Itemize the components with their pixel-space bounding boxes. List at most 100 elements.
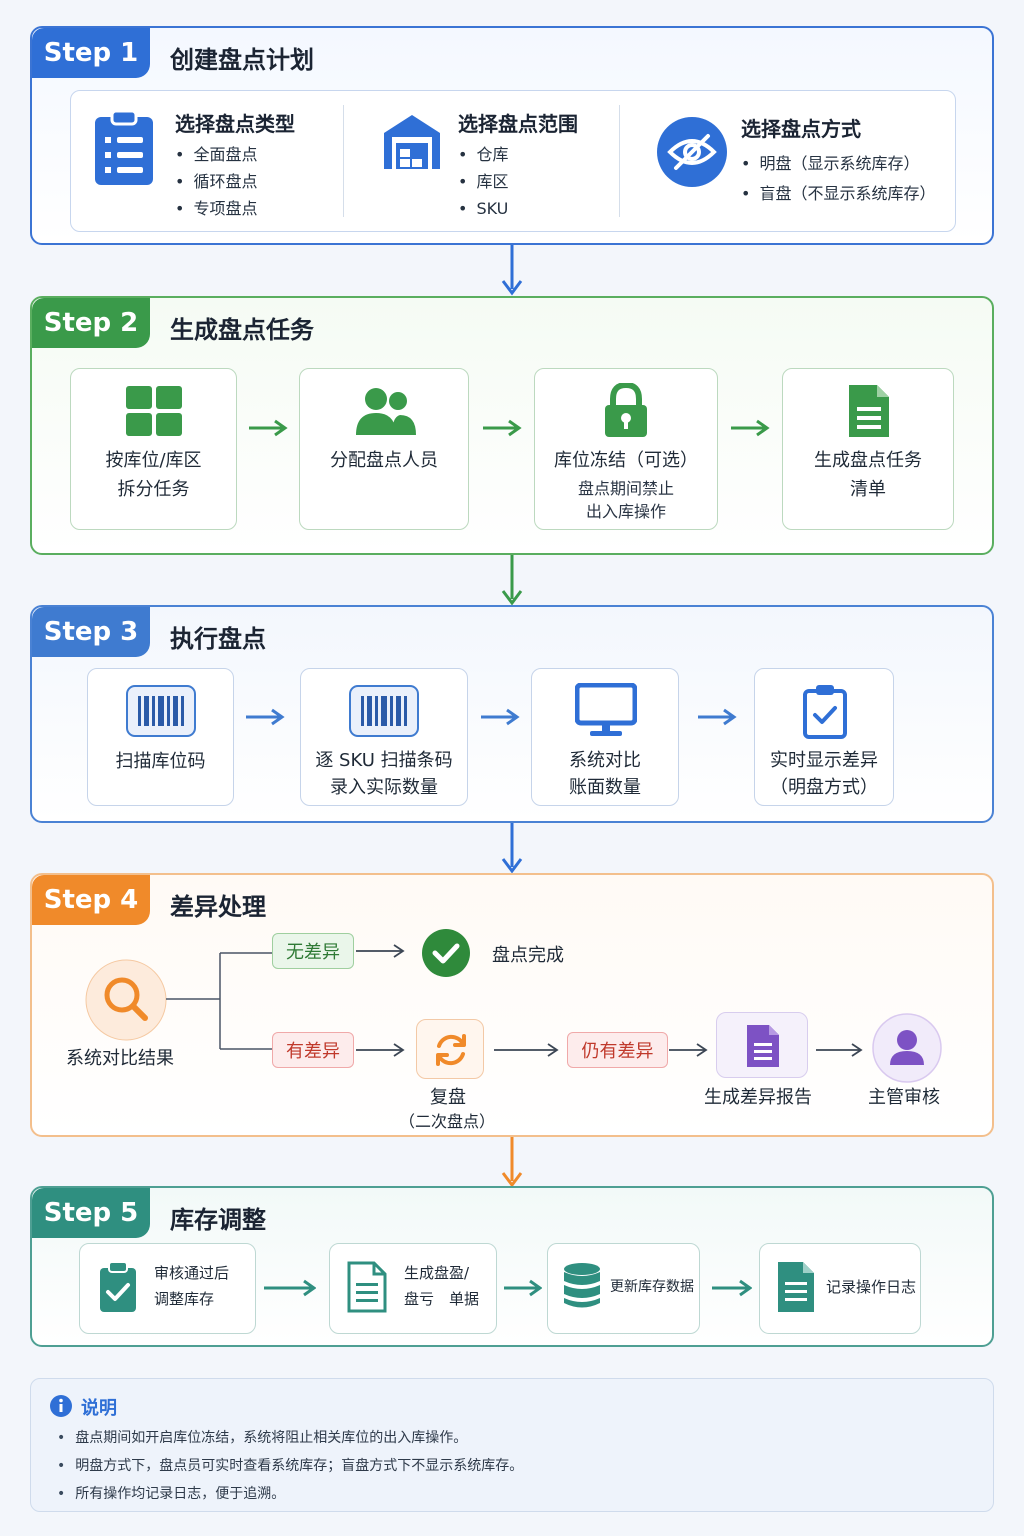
lock-icon xyxy=(605,383,647,437)
card-label: 生成盘点任务 xyxy=(814,450,922,471)
show-diff-card: 实时显示差异 （明盘方式） xyxy=(754,668,894,806)
arrow-right-icon xyxy=(483,419,522,437)
has-diff-badge: 有差异 xyxy=(272,1032,354,1068)
type-list: 全面盘点 循环盘点 专项盘点 xyxy=(175,141,257,222)
card-label: 审核通过后 xyxy=(154,1264,230,1282)
step1-section: Step 1 创建盘点计划 选择盘点类型 全面盘点 循环盘点 专项盘点 选择盘点… xyxy=(30,26,994,245)
arrow-right-icon xyxy=(731,419,770,437)
still-diff-badge: 仍有差异 xyxy=(567,1032,668,1068)
connector-arrow xyxy=(501,555,523,606)
diff-report-label: 生成差异报告 xyxy=(704,1087,812,1108)
scan-sku-card: 逐 SKU 扫描条码 录入实际数量 xyxy=(300,668,468,806)
card-label: （明盘方式） xyxy=(770,777,878,798)
divider xyxy=(619,105,620,217)
clipboard-check-icon xyxy=(100,1261,136,1312)
compare-result-label: 系统对比结果 xyxy=(66,1048,174,1069)
scope-list: 仓库 库区 SKU xyxy=(458,141,508,222)
arrow-right-icon xyxy=(356,944,405,958)
card-label: 账面数量 xyxy=(569,777,641,798)
type-heading: 选择盘点类型 xyxy=(175,112,295,136)
eye-off-icon xyxy=(657,117,727,187)
freeze-location-card: 库位冻结（可选） 盘点期间禁止 出入库操作 xyxy=(534,368,718,530)
note-item: 明盘方式下，盘点员可实时查看系统库存；盲盘方式下不显示系统库存。 xyxy=(57,1452,523,1480)
database-icon xyxy=(564,1263,600,1308)
update-stock-card: 更新库存数据 xyxy=(547,1243,700,1334)
document-icon xyxy=(747,1025,779,1067)
connector-arrow xyxy=(501,1137,523,1188)
no-diff-badge: 无差异 xyxy=(272,933,354,969)
recheck-card xyxy=(416,1019,484,1079)
scope-heading: 选择盘点范围 xyxy=(458,112,578,136)
arrow-right-icon xyxy=(504,1279,542,1297)
diff-report-card xyxy=(716,1012,808,1078)
step1-title: 创建盘点计划 xyxy=(170,46,314,74)
arrow-right-icon xyxy=(249,419,288,437)
list-item: SKU xyxy=(458,195,508,222)
card-sublabel: 盘点期间禁止 xyxy=(577,479,674,498)
clipboard-list-icon xyxy=(95,109,153,185)
step5-title: 库存调整 xyxy=(170,1206,266,1234)
notes-title: 说明 xyxy=(81,1398,117,1419)
arrow-right-icon xyxy=(494,1043,559,1057)
card-label: 库位冻结（可选） xyxy=(554,450,698,471)
card-label: 分配盘点人员 xyxy=(330,450,438,471)
arrow-right-icon xyxy=(264,1279,316,1297)
step5-section: Step 5 库存调整 审核通过后 调整库存 生成盘盈/ 盘亏 单据 更新库存数… xyxy=(30,1186,994,1347)
check-circle-icon xyxy=(422,929,470,977)
barcode-icon xyxy=(349,685,419,737)
step2-title: 生成盘点任务 xyxy=(170,316,314,344)
operation-log-card: 记录操作日志 xyxy=(759,1243,921,1334)
list-item: 仓库 xyxy=(458,141,508,168)
document-icon xyxy=(347,1261,387,1313)
card-label: 更新库存数据 xyxy=(610,1279,694,1295)
people-icon xyxy=(356,388,416,435)
list-item: 全面盘点 xyxy=(175,141,257,168)
mode-list: 明盘（显示系统库存） 盲盘（不显示系统库存） xyxy=(741,149,935,209)
scan-location-card: 扫描库位码 xyxy=(87,668,234,806)
step4-section: Step 4 差异处理 系统对比结果 无差异 盘点完成 有差异 复盘 （二次盘点… xyxy=(30,873,994,1137)
arrow-right-icon xyxy=(816,1043,863,1057)
arrow-right-icon xyxy=(698,708,737,726)
arrow-right-icon xyxy=(481,708,520,726)
list-item: 明盘（显示系统库存） xyxy=(741,149,935,179)
monitor-icon xyxy=(575,683,637,736)
barcode-icon xyxy=(126,685,196,737)
card-label: 记录操作日志 xyxy=(826,1278,917,1296)
card-label: 扫描库位码 xyxy=(115,751,206,772)
approve-adjust-card: 审核通过后 调整库存 xyxy=(79,1243,256,1334)
card-sublabel: 出入库操作 xyxy=(585,502,666,521)
card-label: 生成盘盈/ xyxy=(404,1264,470,1282)
divider xyxy=(343,105,344,217)
refresh-icon xyxy=(436,1034,466,1066)
step3-tag: Step 3 xyxy=(32,607,150,657)
arrow-right-icon xyxy=(246,708,285,726)
notes-list: 盘点期间如开启库位冻结，系统将阻止相关库位的出入库操作。 明盘方式下，盘点员可实… xyxy=(57,1424,523,1508)
system-compare-card: 系统对比 账面数量 xyxy=(531,668,679,806)
gain-loss-doc-card: 生成盘盈/ 盘亏 单据 xyxy=(329,1243,497,1334)
card-label: 逐 SKU 扫描条码 xyxy=(315,750,453,771)
card-label: 盘亏 单据 xyxy=(404,1290,480,1308)
document-icon xyxy=(849,385,889,437)
connector-arrow xyxy=(501,245,523,296)
step4-tag: Step 4 xyxy=(32,875,150,925)
list-item: 专项盘点 xyxy=(175,195,257,222)
notes-panel: 说明 盘点期间如开启库位冻结，系统将阻止相关库位的出入库操作。 明盘方式下，盘点… xyxy=(30,1378,994,1512)
clipboard-check-icon xyxy=(803,685,847,739)
recheck-label: 复盘 xyxy=(430,1087,466,1108)
user-avatar-icon xyxy=(872,1013,942,1083)
step3-title: 执行盘点 xyxy=(170,625,266,653)
step1-options-box: 选择盘点类型 全面盘点 循环盘点 专项盘点 选择盘点范围 仓库 库区 SKU 选… xyxy=(70,90,956,232)
step1-tag: Step 1 xyxy=(32,28,150,78)
step5-tag: Step 5 xyxy=(32,1188,150,1238)
arrow-right-icon xyxy=(669,1043,708,1057)
arrow-right-icon xyxy=(356,1043,405,1057)
card-label: 拆分任务 xyxy=(117,479,190,500)
info-icon xyxy=(50,1395,72,1417)
mode-heading: 选择盘点方式 xyxy=(741,117,861,141)
card-label: 清单 xyxy=(850,479,886,500)
warehouse-icon xyxy=(384,115,440,169)
step3-section: Step 3 执行盘点 扫描库位码 逐 SKU 扫描条码 录入实际数量 系统对比… xyxy=(30,605,994,823)
supervisor-review-label: 主管审核 xyxy=(868,1087,940,1108)
card-label: 实时显示差异 xyxy=(770,750,878,771)
count-done-label: 盘点完成 xyxy=(492,945,564,966)
